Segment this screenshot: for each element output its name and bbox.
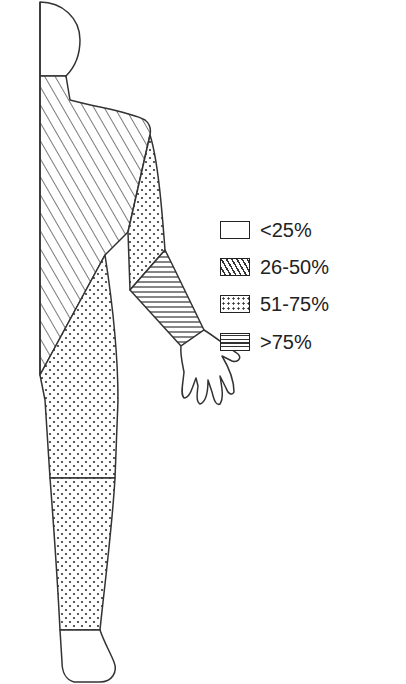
legend-text: 51-75% [260,293,329,316]
legend-text: 26-50% [260,256,329,279]
legend-swatch [220,258,250,276]
legend-text: >75% [260,331,312,354]
legend-swatch [220,333,250,351]
lower-leg-region [50,478,115,630]
legend-swatch [220,295,250,313]
legend-text: <25% [260,219,312,242]
legend-row: <25% [220,219,312,241]
legend-swatch [220,221,250,239]
upper-leg-region [40,255,118,478]
legend-row: 51-75% [220,293,329,315]
head-region [40,2,80,76]
midline [39,2,41,375]
legend-row: >75% [220,331,312,353]
legend-row: 26-50% [220,256,329,278]
forearm-region [130,250,204,346]
foot-region [60,630,115,682]
